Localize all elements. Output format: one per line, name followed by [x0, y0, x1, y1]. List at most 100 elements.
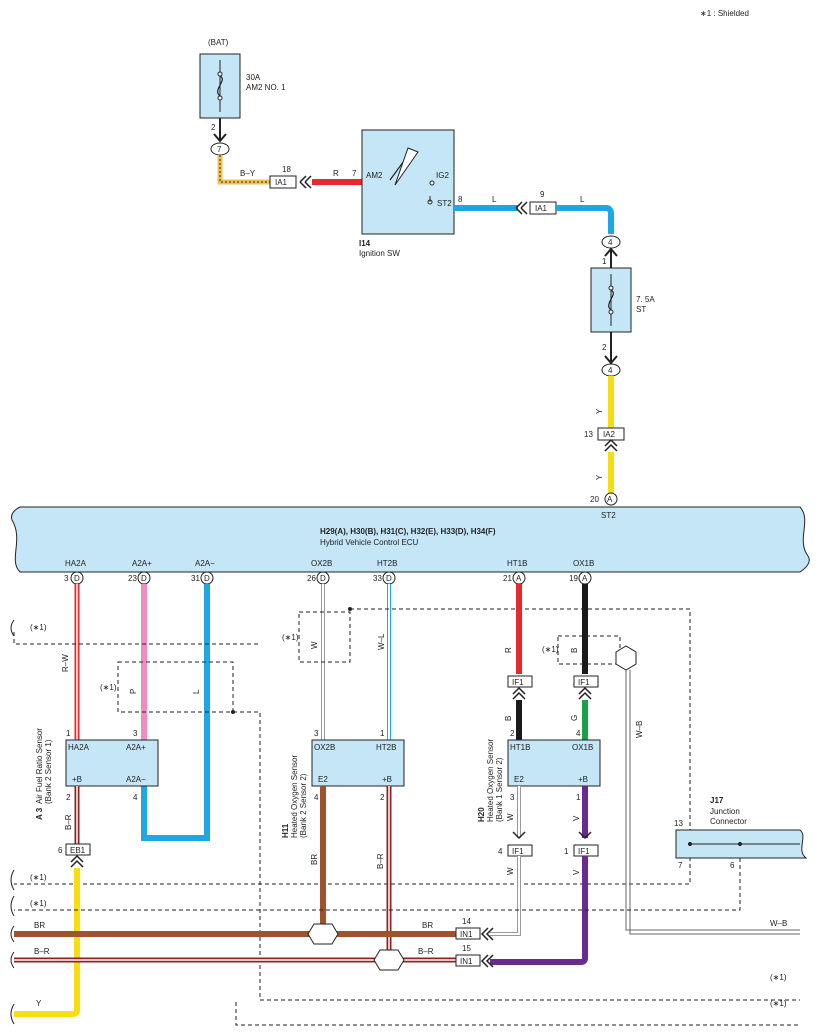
wire-y-bottom: [14, 868, 80, 1017]
ecu-pin-label: A2A−: [195, 559, 215, 568]
svg-text:H11: H11: [281, 823, 290, 838]
ecu-pin-conn-letter: D: [204, 574, 210, 583]
svg-text:(Bank 2 Sensor 1): (Bank 2 Sensor 1): [44, 739, 53, 804]
sensor-h11: [311, 739, 405, 787]
fuse-st-rating: 7. 5A: [636, 295, 655, 304]
svg-text:R: R: [504, 647, 513, 653]
svg-text:(∗1): (∗1): [30, 899, 47, 908]
fuse-am2-pin: 2: [211, 123, 216, 132]
svg-text:B–R: B–R: [34, 947, 50, 956]
svg-text:14: 14: [462, 917, 471, 926]
svg-text:OX2B: OX2B: [314, 743, 335, 752]
svg-text:+B: +B: [578, 775, 588, 784]
svg-text:9: 9: [540, 190, 545, 199]
svg-text:V: V: [572, 869, 581, 875]
svg-text:EB1: EB1: [70, 846, 86, 855]
svg-text:(∗1): (∗1): [30, 623, 47, 632]
svg-text:3: 3: [314, 729, 319, 738]
svg-text:+B: +B: [72, 775, 82, 784]
svg-text:R–W: R–W: [61, 654, 70, 672]
ignition-name: Ignition SW: [359, 249, 400, 258]
svg-text:ST2: ST2: [601, 511, 616, 520]
svg-text:1: 1: [576, 793, 581, 802]
svg-text:+B: +B: [382, 775, 392, 784]
svg-text:W: W: [506, 867, 515, 875]
svg-text:R: R: [333, 169, 339, 178]
ecu-pin-number: 19: [569, 574, 578, 583]
svg-text:BR: BR: [310, 854, 319, 865]
ecu-name: Hybrid Vehicle Control ECU: [320, 538, 418, 547]
svg-text:E2: E2: [514, 775, 524, 784]
ecu-pin-number: 21: [503, 574, 512, 583]
svg-text:(∗1): (∗1): [282, 633, 299, 642]
svg-text:W–B: W–B: [770, 919, 787, 928]
ignition-switch: [361, 129, 455, 235]
ecu-pin-conn-letter: D: [386, 574, 392, 583]
svg-text:ST2: ST2: [437, 199, 452, 208]
svg-text:15: 15: [462, 944, 471, 953]
svg-text:L: L: [580, 195, 585, 204]
fuse-am2-rating: 30A: [246, 73, 261, 82]
svg-text:OX1B: OX1B: [572, 743, 593, 752]
svg-text:A: A: [607, 495, 613, 504]
svg-text:2: 2: [380, 793, 385, 802]
svg-text:7: 7: [678, 861, 683, 870]
svg-text:B: B: [504, 716, 513, 721]
svg-text:(∗1): (∗1): [542, 645, 559, 654]
svg-text:IN1: IN1: [460, 957, 473, 966]
fuse-st: [590, 267, 632, 333]
svg-text:HA2A: HA2A: [68, 743, 90, 752]
svg-text:1: 1: [380, 729, 385, 738]
svg-text:L: L: [192, 689, 201, 694]
junction-code: J17: [710, 796, 724, 805]
svg-text:B–Y: B–Y: [240, 169, 256, 178]
svg-text:2: 2: [602, 343, 607, 352]
svg-text:(∗1): (∗1): [30, 873, 47, 882]
svg-text:HT1B: HT1B: [510, 743, 530, 752]
svg-text:(∗1): (∗1): [100, 683, 117, 692]
ecu-pin-conn-letter: A: [516, 574, 522, 583]
wire-l-a2a: [141, 584, 210, 841]
svg-text:A2A−: A2A−: [126, 775, 146, 784]
svg-text:Heated Oxygen Sensor: Heated Oxygen Sensor: [486, 739, 495, 822]
fuse-am2: [199, 53, 241, 119]
svg-text:4: 4: [608, 366, 613, 375]
svg-text:(Bank 1 Sensor 2): (Bank 1 Sensor 2): [495, 757, 504, 822]
svg-text:V: V: [572, 815, 581, 821]
svg-text:4: 4: [314, 793, 319, 802]
svg-text:13: 13: [584, 430, 593, 439]
svg-text:2: 2: [66, 793, 71, 802]
svg-text:Air Fuel Ratio Sensor: Air Fuel Ratio Sensor: [35, 728, 44, 804]
ecu-pin-conn-letter: A: [582, 574, 588, 583]
svg-text:4: 4: [608, 238, 613, 247]
svg-text:B: B: [570, 648, 579, 653]
svg-text:2: 2: [510, 729, 515, 738]
svg-text:4: 4: [498, 847, 503, 856]
svg-text:4: 4: [576, 729, 581, 738]
ecu-pin-conn-letter: D: [320, 574, 326, 583]
junction-name2: Connector: [710, 817, 747, 826]
svg-text:B–R: B–R: [64, 814, 73, 830]
svg-text:IF1: IF1: [512, 847, 524, 856]
ecu-pin-label: HT2B: [377, 559, 397, 568]
svg-text:7: 7: [217, 145, 222, 154]
svg-text:IG2: IG2: [436, 171, 449, 180]
connector-if1-b: [573, 675, 599, 688]
connector-if1-a: [507, 675, 533, 688]
svg-text:(∗1): (∗1): [770, 999, 787, 1008]
svg-text:IA2: IA2: [603, 430, 616, 439]
svg-text:3: 3: [133, 729, 138, 738]
svg-text:20: 20: [590, 495, 599, 504]
ecu-pin-conn-letter: D: [141, 574, 147, 583]
sensor-h20: [507, 739, 601, 787]
ecu-codes: H29(A), H30(B), H31(C), H32(E), H33(D), …: [320, 527, 496, 536]
svg-text:1: 1: [602, 257, 607, 266]
svg-text:H20: H20: [477, 807, 486, 822]
svg-text:P: P: [129, 689, 138, 694]
svg-text:13: 13: [674, 819, 683, 828]
svg-text:8: 8: [458, 195, 463, 204]
svg-text:IN1: IN1: [460, 930, 473, 939]
ecu-pin-number: 3: [64, 574, 69, 583]
svg-text:AM2: AM2: [366, 171, 383, 180]
battery-label: (BAT): [208, 38, 229, 47]
